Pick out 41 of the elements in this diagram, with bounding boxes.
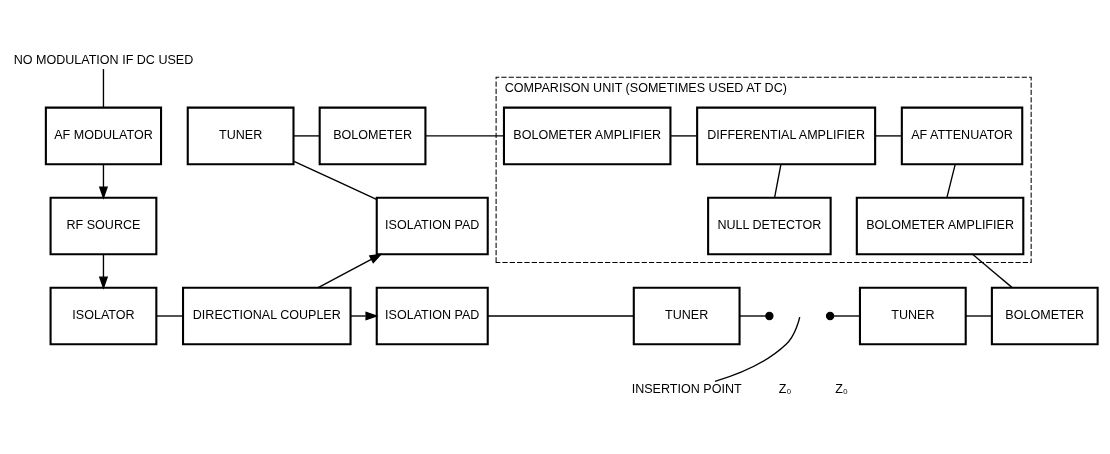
label: Z₀ xyxy=(778,381,792,396)
node-box: TUNER xyxy=(186,106,295,166)
node-box: AF ATTENUATOR xyxy=(900,106,1024,166)
connector xyxy=(155,315,184,317)
node-circle xyxy=(825,311,835,321)
connector xyxy=(833,315,861,317)
connector xyxy=(293,160,378,200)
arrow xyxy=(98,253,109,290)
node-box: BOLOMETER xyxy=(318,106,427,166)
connector xyxy=(946,163,956,199)
node-box: TUNER xyxy=(632,286,741,346)
connector xyxy=(425,135,505,137)
connector xyxy=(965,315,993,317)
node-box: DIRECTIONAL COUPLER xyxy=(182,286,352,346)
node-text: INSERTION POINT xyxy=(631,381,742,396)
node-box: ISOLATION PAD xyxy=(375,286,489,346)
arrow xyxy=(98,163,109,200)
node-box: BOLOMETER AMPLIFIER xyxy=(855,196,1025,256)
node-circle xyxy=(765,311,774,321)
connector xyxy=(714,316,801,383)
connector xyxy=(293,135,321,137)
node-box: AF MODULATOR xyxy=(44,106,163,166)
node-box: BOLOMETER AMPLIFIER xyxy=(502,106,672,166)
node-box: RF SOURCE xyxy=(49,196,158,256)
connector xyxy=(971,253,1013,289)
connector xyxy=(487,315,635,317)
node-box: DIFFERENTIAL AMPLIFIER xyxy=(696,106,877,166)
node-text: NO MODULATION IF DC USED xyxy=(13,53,194,68)
connector xyxy=(102,68,105,109)
connector xyxy=(670,135,698,137)
label: Z₀ xyxy=(835,381,849,396)
node-box: ISOLATION PAD xyxy=(375,196,489,256)
arrow xyxy=(317,253,383,289)
connector xyxy=(739,315,767,317)
arrow xyxy=(350,311,379,321)
connector xyxy=(773,163,782,199)
node-box: NULL DETECTOR xyxy=(707,196,832,256)
node-box: BOLOMETER xyxy=(990,286,1099,346)
node-box: ISOLATOR xyxy=(49,286,158,346)
connector xyxy=(874,135,903,137)
node-box: TUNER xyxy=(858,286,967,346)
